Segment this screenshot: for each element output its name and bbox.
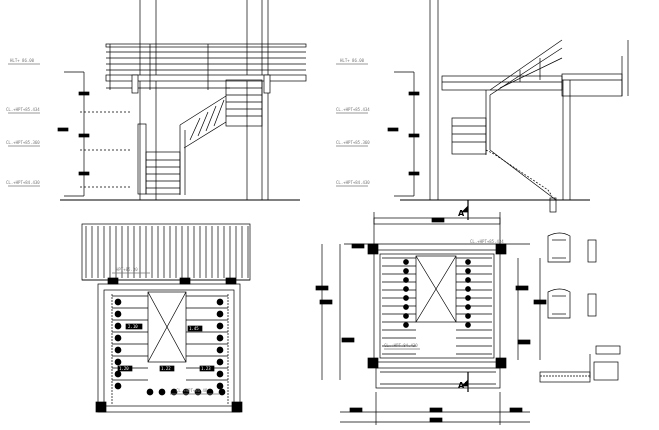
tread-marker	[403, 304, 409, 310]
tread-marker	[403, 259, 409, 265]
dim-label-4: 1.20	[119, 366, 129, 371]
elev-label-left-4: CL.+HPT+84.430	[6, 180, 40, 185]
dim-label-5: 1.23	[201, 366, 211, 371]
tread-marker	[216, 346, 224, 354]
dim-label-2: 1.45	[189, 326, 199, 331]
section-elevation-left: HLT+ 86.00 CL.+HPT+85.434 CL.+HPT+85.360…	[6, 0, 307, 201]
tread-marker	[465, 277, 471, 283]
tread-marker	[114, 346, 122, 354]
section-mark-bottom: A'	[458, 381, 467, 390]
stair-plan-left: 2.10 1.45 1.22 1.20 1.23 HPT+85.30 CL.+H…	[81, 223, 251, 413]
tread-marker	[114, 358, 122, 366]
tread-marker	[216, 334, 224, 342]
elev-label-left-3: CL.+HPT+85.360	[6, 140, 40, 145]
section-mark-top: A'	[458, 209, 467, 218]
tread-marker	[216, 382, 224, 390]
tread-marker	[403, 277, 409, 283]
tread-marker	[465, 268, 471, 274]
tread-marker	[403, 286, 409, 292]
tread-marker	[216, 370, 224, 378]
tread-marker	[216, 298, 224, 306]
tread-marker	[465, 322, 471, 328]
tread-marker	[218, 388, 226, 396]
tread-marker	[158, 388, 166, 396]
tread-marker	[114, 322, 122, 330]
tread-marker	[206, 388, 214, 396]
elev-label-left-1: HLT+ 86.00	[10, 58, 35, 63]
plan-right-level-top: CL.+HPT+85.434	[470, 239, 504, 244]
dim-label-1: 2.10	[128, 324, 138, 329]
tread-marker	[114, 334, 122, 342]
canopy-hatch	[85, 226, 249, 278]
plan-left-level-top: HPT+85.30	[116, 267, 138, 272]
plan-right-level-bottom: CL.+HPT+84.430	[384, 343, 418, 348]
tread-marker	[403, 322, 409, 328]
elev-label-right-1: HLT+ 86.00	[340, 58, 365, 63]
tread-marker	[182, 388, 190, 396]
elev-label-right-4: CL.+HPT+84.430	[336, 180, 370, 185]
elev-label-right-2: CL.+HPT+85.434	[336, 107, 370, 112]
tread-marker	[216, 358, 224, 366]
tread-marker	[114, 382, 122, 390]
tread-marker	[465, 295, 471, 301]
detail-sections	[539, 232, 621, 383]
tread-marker	[170, 388, 178, 396]
tread-marker	[114, 298, 122, 306]
plan-left-steps	[112, 295, 228, 396]
plan-left-level-bottom: CL.+HPT+86.48	[176, 388, 208, 393]
section-elevation-right: HLT+ 86.00 CL.+HPT+85.434 CL.+HPT+85.360…	[336, 0, 629, 213]
tread-marker	[114, 370, 122, 378]
stair-plan-right: A' A' CL.+HPT+85.434 CL.+HPT+84.430	[315, 200, 547, 425]
tread-marker	[216, 310, 224, 318]
tread-marker	[465, 313, 471, 319]
tread-marker	[146, 388, 154, 396]
plan-right-steps	[382, 257, 492, 355]
dim-label-3: 1.22	[161, 366, 171, 371]
tread-marker	[216, 322, 224, 330]
tread-marker	[465, 304, 471, 310]
tread-marker	[403, 313, 409, 319]
tread-marker	[465, 286, 471, 292]
tread-marker	[465, 259, 471, 265]
tread-marker	[194, 388, 202, 396]
tread-marker	[403, 295, 409, 301]
elev-label-right-3: CL.+HPT+85.360	[336, 140, 370, 145]
elev-label-left-2: CL.+HPT+85.434	[6, 107, 40, 112]
tread-marker	[403, 268, 409, 274]
tread-marker	[114, 310, 122, 318]
